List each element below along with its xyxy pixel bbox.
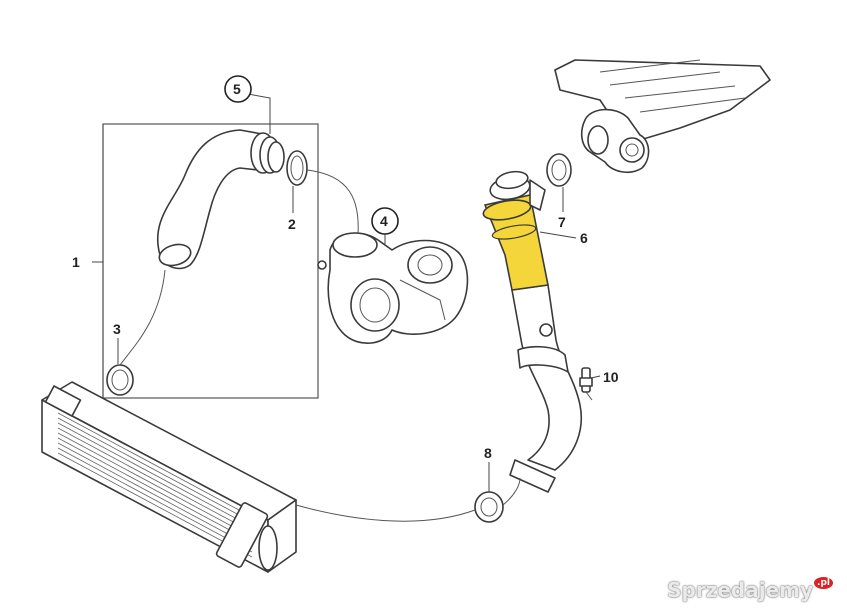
callout-7: 7 [558,214,566,230]
hose-clamp-top [489,170,546,211]
engine-block [554,59,771,174]
callout-circle-4 [371,207,399,235]
seal-ring-part-7 [546,153,572,187]
watermark-brand: Sprzedajemy [667,578,814,602]
clamp-part-5 [250,132,285,174]
callout-3: 3 [113,321,121,337]
callout-10: 10 [603,369,619,385]
charge-pipe-part-1 [157,129,285,270]
callout-1: 1 [72,254,80,270]
turbocharger-part-4 [317,232,469,344]
callout-2: 2 [288,216,296,232]
callout-circle-5 [224,75,252,103]
seal-ring-part-8 [474,491,504,523]
callout-8: 8 [484,445,492,461]
intercooler [41,381,297,573]
sensor-part-10 [579,367,593,401]
charge-pipe-part-6 [482,170,582,493]
watermark-logo: Sprzedajemy.pl [667,577,833,602]
callout-4: 4 [380,213,388,229]
callout-5: 5 [233,81,241,97]
callout-6: 6 [580,230,588,246]
seal-ring-part-2 [286,150,308,186]
watermark-suffix: .pl [814,577,833,589]
